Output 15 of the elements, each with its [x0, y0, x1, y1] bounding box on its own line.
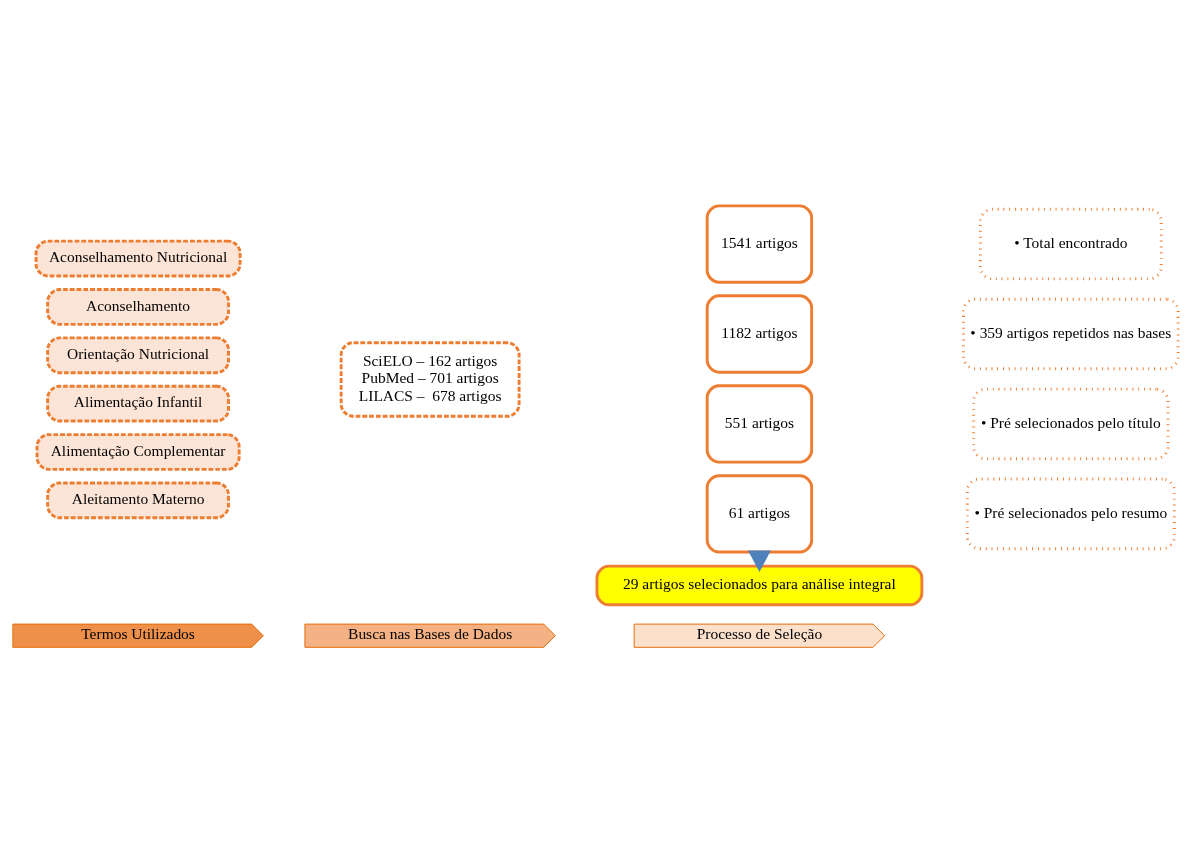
- node-box: Aconselhamento: [46, 287, 230, 326]
- node-box: Alimentação Infantil: [46, 384, 230, 422]
- node-box: 1541 artigos: [705, 203, 814, 284]
- node-box: Aconselhamento Nutricional: [34, 239, 242, 277]
- node-box: • Pré selecionados pelo título: [972, 387, 1170, 460]
- node-box: • 359 artigos repetidos nas bases: [962, 297, 1180, 370]
- node-box: • Pré selecionados pelo resumo: [965, 477, 1176, 550]
- node-box: • Total encontrado: [978, 207, 1163, 280]
- node-box: Aleitamento Materno: [46, 481, 230, 519]
- node-box: 29 artigos selecionados para análise integral: [595, 564, 924, 606]
- node-box: SciELO – 162 artigos PubMed – 701 artigos LILACS – 678 artigos: [339, 340, 521, 418]
- node-box: Orientação Nutricional: [46, 335, 230, 374]
- node-box: 551 artigos: [705, 383, 814, 464]
- node-box: Alimentação Complementar: [35, 432, 241, 471]
- node-box: 1182 artigos: [705, 293, 814, 374]
